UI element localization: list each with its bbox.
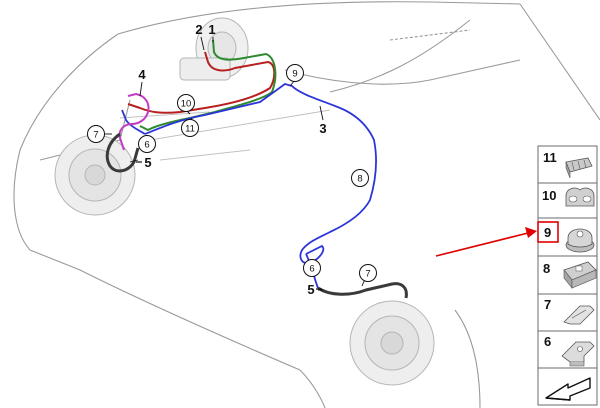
clip-10-icon bbox=[565, 187, 595, 207]
parts-panel-item-9[interactable]: 9 bbox=[537, 221, 595, 253]
highlight-arrow bbox=[435, 227, 537, 257]
svg-text:9: 9 bbox=[292, 69, 297, 80]
callout-label-5-rear: 5 bbox=[307, 282, 314, 297]
callout-label-5-front: 5 bbox=[144, 155, 151, 170]
callout-label-1: 1 bbox=[208, 22, 215, 37]
callout-label-2: 2 bbox=[195, 22, 202, 37]
svg-text:11: 11 bbox=[543, 150, 557, 165]
parts-panel-item-10[interactable]: 10 bbox=[542, 187, 595, 207]
callout-circle-10: 10 bbox=[177, 94, 195, 112]
rear-brake-hose bbox=[317, 282, 408, 299]
svg-text:11: 11 bbox=[185, 124, 195, 135]
parts-panel-item-11[interactable]: 11 bbox=[543, 150, 593, 179]
brake-line-blue bbox=[144, 83, 377, 264]
brake-line-red bbox=[127, 51, 276, 114]
panel-footer[interactable] bbox=[545, 377, 591, 401]
callout-circle-8: 8 bbox=[351, 169, 369, 187]
direction-arrow-icon bbox=[545, 377, 591, 401]
front-brake-hose bbox=[105, 132, 140, 173]
svg-text:7: 7 bbox=[93, 130, 98, 141]
brake-line-blue-front-loop bbox=[121, 109, 146, 135]
svg-text:8: 8 bbox=[357, 174, 362, 185]
svg-text:9: 9 bbox=[544, 225, 551, 240]
svg-text:6: 6 bbox=[309, 264, 314, 275]
brake-line-magenta bbox=[118, 92, 150, 151]
clip-7-icon bbox=[563, 305, 595, 325]
svg-text:7: 7 bbox=[365, 269, 370, 280]
callout-circle-6-front: 6 bbox=[138, 135, 156, 153]
svg-text:7: 7 bbox=[544, 297, 551, 312]
svg-text:6: 6 bbox=[544, 334, 551, 349]
parts-panel-item-7[interactable]: 7 bbox=[544, 297, 595, 325]
callout-label-4: 4 bbox=[138, 67, 146, 82]
clip-9-icon bbox=[565, 228, 595, 253]
svg-text:8: 8 bbox=[543, 261, 550, 276]
clip-8-icon bbox=[563, 261, 597, 289]
callout-circle-11: 11 bbox=[181, 119, 199, 137]
bracket-6-icon bbox=[561, 341, 595, 367]
clip-11-icon bbox=[565, 157, 593, 179]
parts-panel-item-8[interactable]: 8 bbox=[543, 261, 597, 289]
parts-panel-item-6[interactable]: 6 bbox=[544, 334, 595, 367]
callout-circle-7-rear: 7 bbox=[359, 264, 377, 282]
parts-panel: 11 10 9 bbox=[537, 145, 598, 406]
callout-circle-6-rear: 6 bbox=[303, 259, 321, 277]
svg-text:10: 10 bbox=[181, 99, 192, 110]
subframe bbox=[119, 109, 331, 161]
highlight-box-9 bbox=[537, 221, 559, 243]
brake-line-green bbox=[139, 39, 277, 132]
callout-label-3: 3 bbox=[319, 121, 326, 136]
callout-circle-7-front: 7 bbox=[87, 125, 105, 143]
svg-text:10: 10 bbox=[542, 188, 556, 203]
svg-text:6: 6 bbox=[144, 140, 149, 151]
rear-wheel-hub bbox=[349, 300, 435, 386]
callout-circle-9: 9 bbox=[286, 64, 304, 82]
